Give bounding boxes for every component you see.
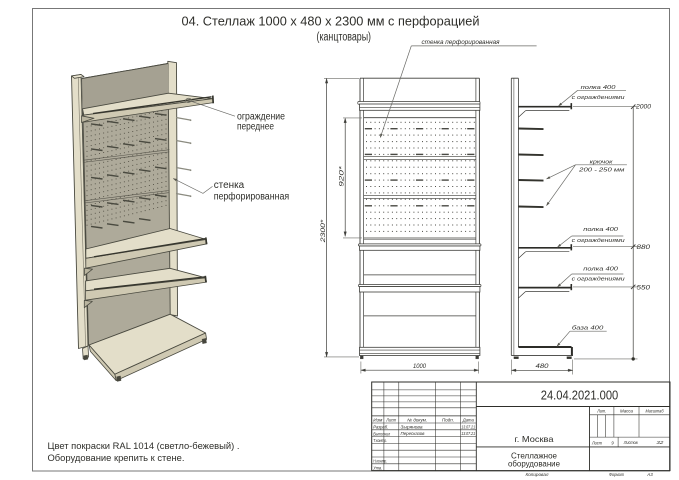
svg-text:Изм: Изм bbox=[373, 417, 382, 422]
svg-text:13.07.21: 13.07.21 bbox=[461, 424, 475, 429]
svg-text:Формат: Формат bbox=[609, 472, 624, 477]
svg-text:Стеллажное: Стеллажное bbox=[511, 451, 558, 460]
svg-text:Лист: Лист bbox=[385, 417, 396, 422]
svg-text:480: 480 bbox=[536, 364, 550, 370]
svg-text:А3: А3 bbox=[646, 472, 653, 477]
svg-text:полка 400: полка 400 bbox=[583, 267, 619, 273]
svg-text:13.07.21: 13.07.21 bbox=[461, 431, 475, 436]
svg-text:Т.контр.: Т.контр. bbox=[373, 438, 387, 443]
svg-text:Лит.: Лит. bbox=[596, 409, 606, 414]
svg-text:Н.контр.: Н.контр. bbox=[373, 459, 387, 464]
svg-text:оборудование: оборудование bbox=[508, 459, 561, 468]
svg-text:полка 400: полка 400 bbox=[581, 85, 617, 91]
svg-text:Цвет покраски RAL 1014 (светло: Цвет покраски RAL 1014 (светло-бежевый) … bbox=[48, 441, 240, 451]
svg-text:Лист: Лист bbox=[591, 441, 602, 446]
svg-text:Пересказов: Пересказов bbox=[401, 431, 426, 436]
svg-text:Утв.: Утв. bbox=[373, 465, 382, 470]
svg-text:Подп.: Подп. bbox=[442, 417, 454, 422]
svg-text:№ докум.: № докум. bbox=[407, 417, 427, 422]
svg-text:Копировал: Копировал bbox=[526, 472, 549, 477]
svg-text:880: 880 bbox=[637, 245, 651, 251]
svg-text:Листов: Листов bbox=[623, 440, 639, 445]
svg-text:крючок: крючок bbox=[590, 160, 613, 166]
svg-text:Оборудование крепить к стене.: Оборудование крепить к стене. bbox=[48, 453, 185, 463]
svg-text:24.04.2021.000: 24.04.2021.000 bbox=[541, 388, 619, 403]
svg-text:стенка перфорированная: стенка перфорированная bbox=[422, 39, 500, 46]
svg-text:с ограждениями: с ограждениями bbox=[572, 95, 626, 101]
svg-text:перфорированная: перфорированная bbox=[214, 191, 290, 203]
svg-text:2300*: 2300* bbox=[321, 219, 327, 244]
svg-text:г. Москва: г. Москва bbox=[515, 434, 554, 444]
svg-text:Разраб.: Разраб. bbox=[373, 425, 388, 430]
svg-text:1000: 1000 bbox=[413, 364, 427, 370]
svg-text:2000: 2000 bbox=[635, 104, 652, 110]
svg-text:200 - 250 мм: 200 - 250 мм bbox=[578, 167, 625, 173]
svg-text:Масштаб: Масштаб bbox=[646, 409, 665, 414]
svg-text:Выполнил: Выполнил bbox=[373, 431, 391, 436]
svg-text:переднее: переднее bbox=[237, 122, 274, 133]
svg-text:полка 400: полка 400 bbox=[583, 227, 619, 233]
svg-text:920*: 920* bbox=[340, 165, 346, 187]
svg-text:9: 9 bbox=[611, 441, 614, 446]
svg-text:550: 550 bbox=[637, 285, 651, 291]
svg-text:база 400: база 400 bbox=[572, 325, 604, 331]
svg-text:Зырянова: Зырянова bbox=[401, 424, 424, 429]
svg-text:(канцтовары): (канцтовары) bbox=[317, 32, 372, 44]
svg-text:с ограждениями: с ограждениями bbox=[572, 238, 626, 244]
svg-text:32: 32 bbox=[656, 440, 664, 445]
svg-text:Масса: Масса bbox=[620, 409, 634, 414]
svg-text:04. Стеллаж 1000 х 480 х 2300: 04. Стеллаж 1000 х 480 х 2300 мм с перфо… bbox=[182, 15, 480, 29]
svg-text:с ограждениями: с ограждениями bbox=[572, 277, 626, 283]
svg-text:стенка: стенка bbox=[214, 180, 245, 191]
svg-text:Дата: Дата bbox=[462, 417, 475, 422]
svg-text:ограждение: ограждение bbox=[237, 111, 285, 122]
